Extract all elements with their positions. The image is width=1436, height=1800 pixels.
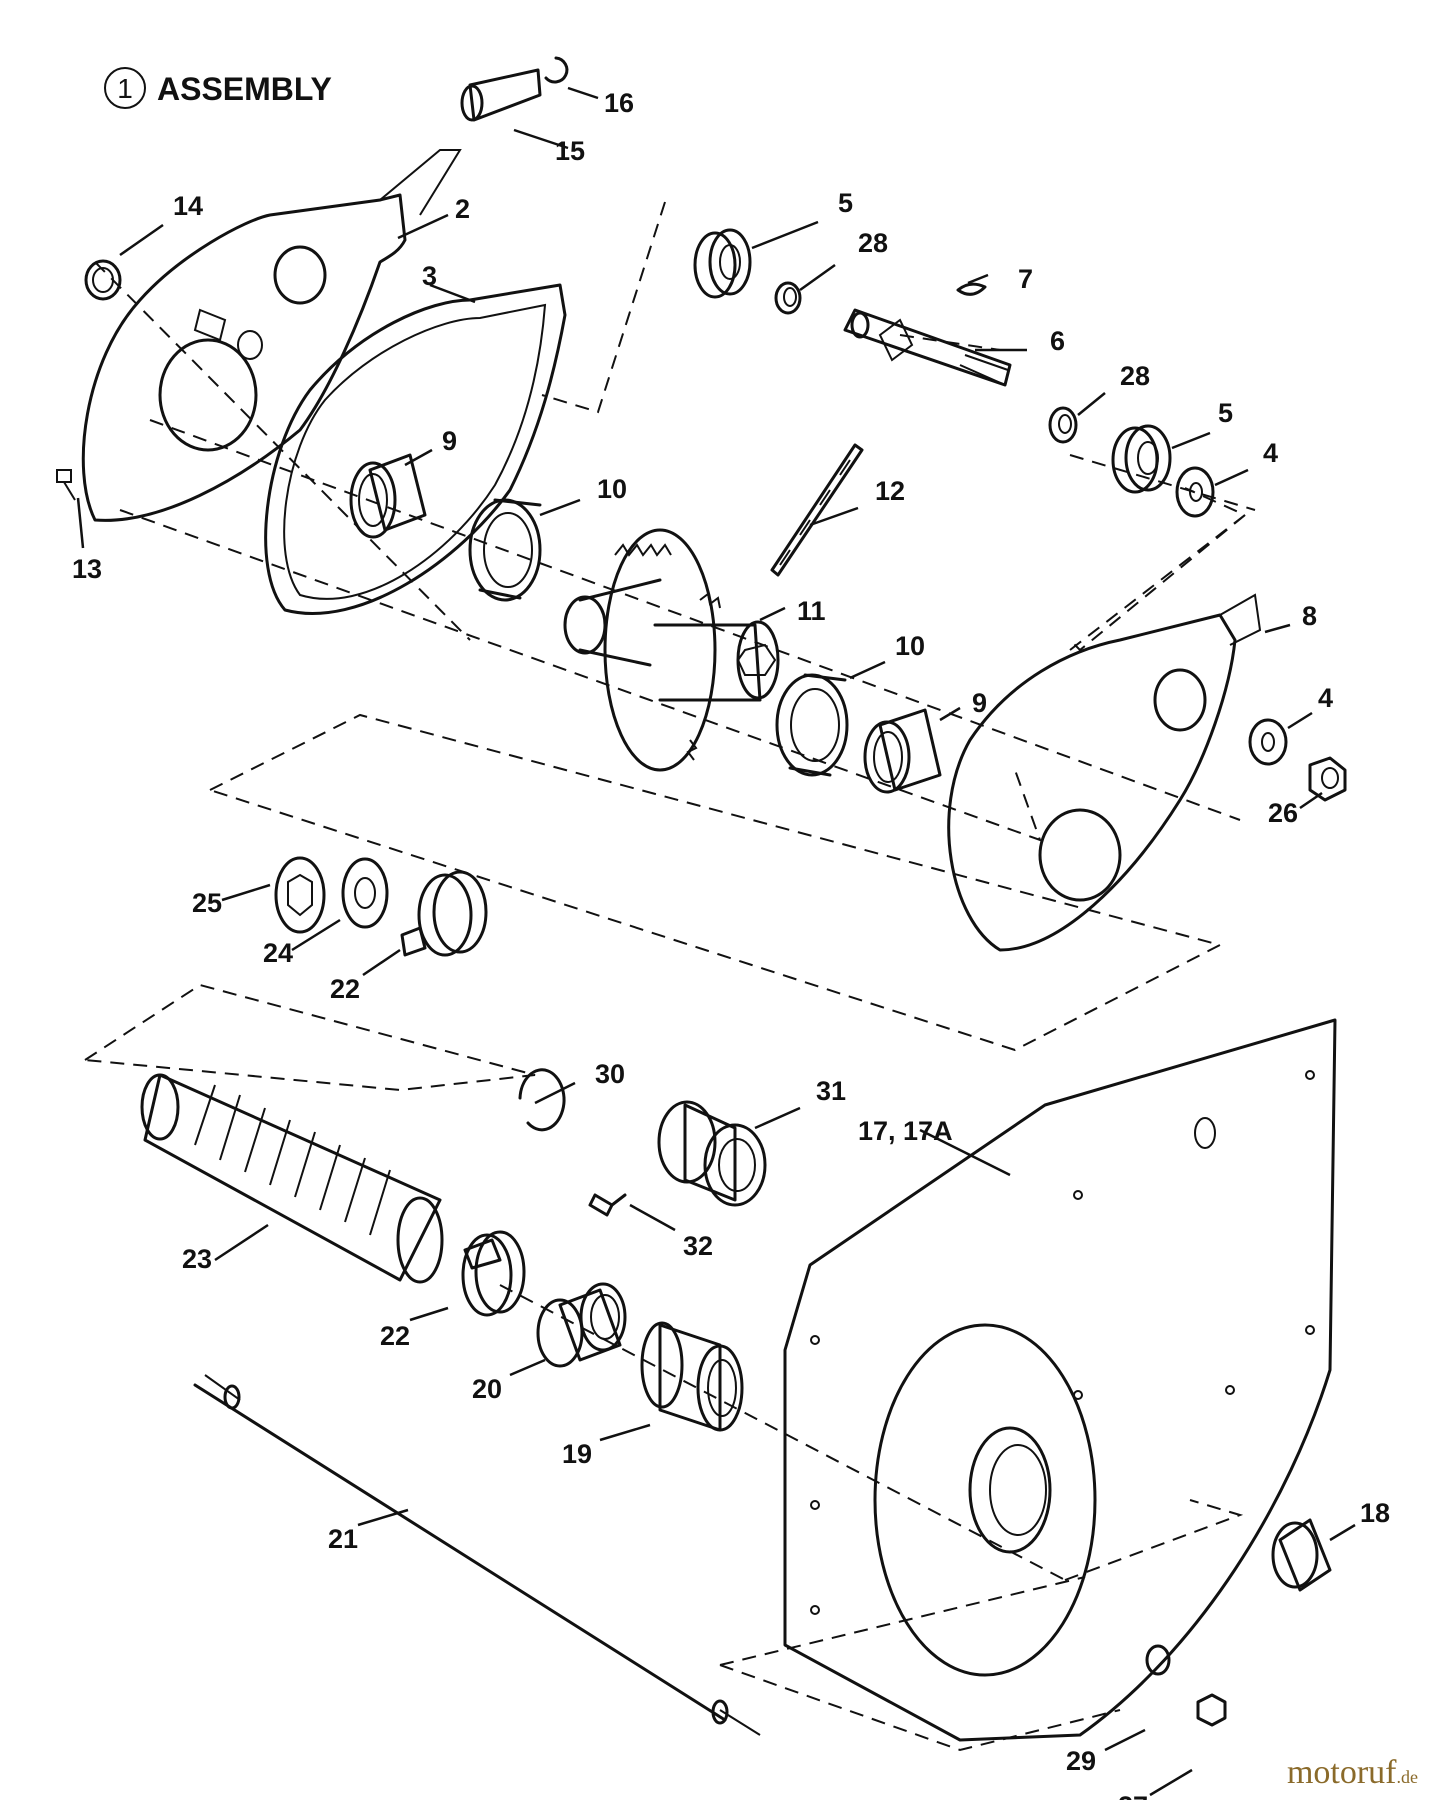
part-18-collar [1271, 1518, 1332, 1592]
guide-line [84, 983, 536, 1092]
part-20-bushing [536, 1282, 627, 1368]
part-31-bushing [657, 1100, 767, 1207]
watermark-brand: motoruf [1286, 1754, 1397, 1791]
callout-5-upper: 5 [838, 188, 853, 218]
part-29-lockwasher [1145, 1644, 1171, 1676]
part-22-clamp-lower [461, 1230, 526, 1317]
part-14-plug [84, 259, 122, 301]
callout-31: 31 [816, 1076, 846, 1106]
watermark-suffix: .de [1396, 1767, 1419, 1787]
part-12-chain [770, 443, 864, 577]
part-25-washer [274, 856, 326, 934]
guide-line [209, 713, 1223, 1052]
callout-8: 8 [1302, 601, 1317, 631]
callout-16: 16 [604, 88, 634, 118]
part-2-housing-left [81, 149, 462, 522]
part-30-clip [518, 1068, 566, 1132]
part-4-washer-lower [1248, 718, 1288, 766]
part-4-washer-upper [1175, 466, 1215, 518]
part-5-bearing-upper [693, 228, 752, 299]
part-15-tube [460, 68, 542, 122]
watermark: motoruf.de [1287, 1754, 1418, 1792]
part-28-ring-upper [774, 281, 802, 315]
callout-18: 18 [1360, 1498, 1390, 1528]
callout-22-upper: 22 [330, 974, 360, 1004]
guide-line [1064, 1499, 1244, 1581]
callout-25: 25 [192, 888, 222, 918]
callout-11: 11 [797, 596, 826, 626]
guide-line [149, 419, 1241, 821]
part-9-bearing-lower [863, 708, 942, 794]
callout-6: 6 [1050, 326, 1065, 356]
callout-14: 14 [173, 191, 203, 221]
guide-line [499, 1284, 1066, 1581]
part-16-retaining-ring [544, 56, 569, 84]
callout-7: 7 [1018, 264, 1033, 294]
callout-21: 21 [328, 1524, 358, 1554]
callout-26: 26 [1268, 798, 1298, 828]
part-28-ring-lower [1048, 406, 1078, 444]
callout-17-17a: 17, 17A [858, 1116, 953, 1146]
callout-2: 2 [455, 194, 470, 224]
part-9-bearing-upper [349, 453, 427, 539]
leader-lines [76, 86, 1356, 1797]
assembly-badge-circle [104, 67, 146, 109]
part-21-rod [193, 1374, 761, 1736]
guide-line [1069, 487, 1247, 651]
assembly-guide-lines [84, 201, 1256, 1752]
part-24-washer [341, 857, 389, 929]
callout-4-lower: 4 [1318, 683, 1333, 713]
callout-9-upper: 9 [442, 426, 457, 456]
part-22-clamp-upper [400, 870, 488, 957]
callout-3: 3 [422, 261, 437, 291]
guide-line [119, 509, 1042, 842]
callout-10-lower: 10 [895, 631, 925, 661]
part-27-nut [1196, 1693, 1227, 1727]
callout-12: 12 [875, 476, 905, 506]
callout-28-lower: 28 [1120, 361, 1150, 391]
callout-28-upper: 28 [858, 228, 888, 258]
part-26-nut [1308, 756, 1347, 802]
callout-19: 19 [562, 1439, 592, 1469]
callout-labels: 16 15 14 2 3 5 28 7 6 28 5 4 9 10 12 13 … [72, 88, 1390, 1800]
callout-27: 27 [1118, 1791, 1148, 1800]
guide-line [1069, 514, 1246, 652]
callout-30: 30 [595, 1059, 625, 1089]
callout-29: 29 [1066, 1746, 1096, 1776]
part-5-bearing-lower [1111, 424, 1172, 494]
guide-line [94, 261, 471, 641]
assembly-badge-number: 1 [117, 73, 133, 104]
part-8-housing-right [947, 593, 1262, 952]
callout-20: 20 [472, 1374, 502, 1404]
guide-line [719, 1664, 1121, 1752]
part-6-shaft [843, 308, 1012, 387]
part-19-bushing [640, 1321, 744, 1432]
part-23-boot [140, 1073, 444, 1284]
callout-22-lower: 22 [380, 1321, 410, 1351]
part-13-bolt [56, 469, 76, 501]
callout-13: 13 [72, 554, 102, 584]
callout-32: 32 [683, 1231, 713, 1261]
part-7-key [956, 282, 987, 296]
assembly-title-text: ASSEMBLY [157, 71, 332, 107]
guide-line [541, 201, 666, 414]
callout-24: 24 [263, 938, 293, 968]
callout-4-upper: 4 [1263, 438, 1278, 468]
callout-10-upper: 10 [597, 474, 627, 504]
part-11-sprocket [563, 528, 780, 772]
callout-23: 23 [182, 1244, 212, 1274]
part-10-seal-lower [775, 673, 849, 777]
part-17-frame-plate [783, 1018, 1337, 1742]
callout-9-lower: 9 [972, 688, 987, 718]
part-3-gasket [264, 283, 567, 615]
part-32-fitting [588, 1193, 627, 1217]
assembly-title: 1 ASSEMBLY [104, 67, 332, 109]
part-10-seal-upper [468, 498, 542, 602]
guide-line [719, 1576, 1086, 1666]
callout-15: 15 [555, 136, 585, 166]
callout-5-lower: 5 [1218, 398, 1233, 428]
